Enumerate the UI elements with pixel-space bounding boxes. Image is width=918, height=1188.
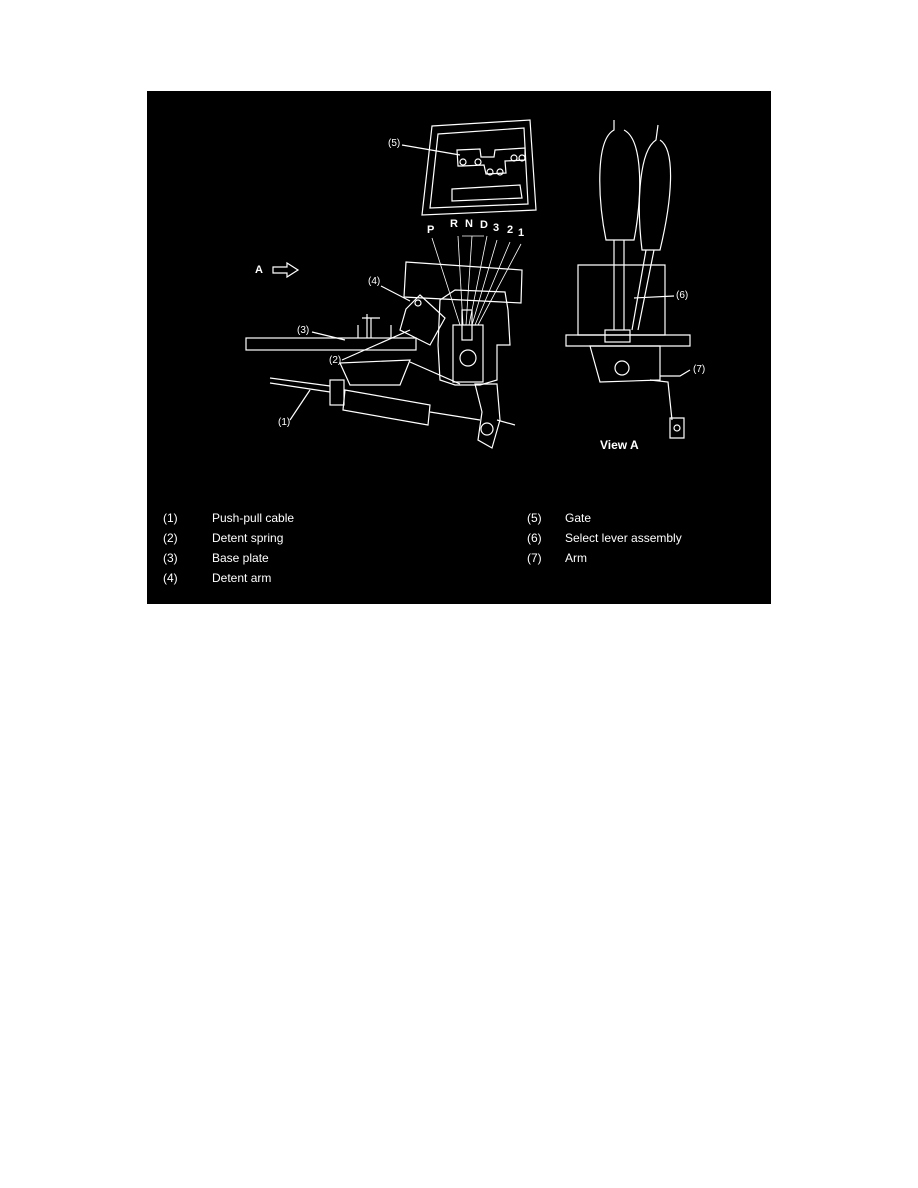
callout-7: (7) — [693, 364, 706, 375]
legend-text: Base plate — [212, 551, 269, 565]
view-arrow-label: A — [255, 264, 263, 276]
position-label: 1 — [518, 227, 525, 239]
callout-3: (3) — [297, 325, 310, 336]
position-label: N — [465, 218, 473, 230]
legend-num: (2) — [163, 531, 178, 545]
legend-text: Gate — [565, 511, 592, 525]
position-label: 3 — [493, 222, 500, 234]
shift-lever-diagram — [245, 119, 691, 449]
callout-1: (1) — [278, 417, 291, 428]
legend-text: Detent spring — [212, 531, 284, 545]
legend-num: (5) — [527, 511, 542, 525]
legend-num: (6) — [527, 531, 542, 545]
legend-num: (4) — [163, 571, 178, 585]
position-label: D — [480, 219, 488, 231]
legend-text: Push-pull cable — [212, 511, 295, 525]
legend-text: Detent arm — [212, 571, 272, 585]
callout-5: (5) — [388, 138, 401, 149]
legend-num: (1) — [163, 511, 178, 525]
callout-6: (6) — [676, 290, 689, 301]
legend-num: (3) — [163, 551, 178, 565]
callout-2: (2) — [329, 355, 342, 366]
view-caption: View A — [600, 438, 639, 452]
position-label: 2 — [507, 224, 514, 236]
legend-text: Arm — [565, 551, 587, 565]
gate-plate — [421, 119, 537, 216]
callout-4: (4) — [368, 276, 381, 287]
position-label: P — [427, 224, 435, 236]
diagram-panel: (5) (4) (3) (2) (1) (6) (7) A View A P R… — [147, 91, 771, 604]
legend-text: Select lever assembly — [565, 531, 682, 545]
position-label: R — [450, 218, 458, 230]
legend-num: (7) — [527, 551, 542, 565]
